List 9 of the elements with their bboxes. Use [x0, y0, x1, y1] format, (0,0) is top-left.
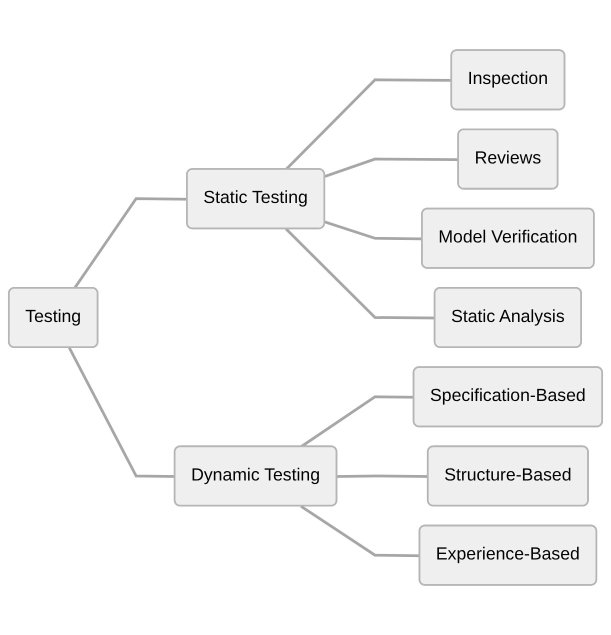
connector: [300, 395, 414, 448]
connector: [285, 78, 452, 170]
connector: [285, 228, 436, 320]
connector: [324, 158, 459, 178]
connector: [73, 197, 188, 290]
connector: [300, 505, 420, 558]
connector: [68, 347, 176, 478]
connector: [324, 220, 422, 240]
connector: [337, 474, 428, 478]
